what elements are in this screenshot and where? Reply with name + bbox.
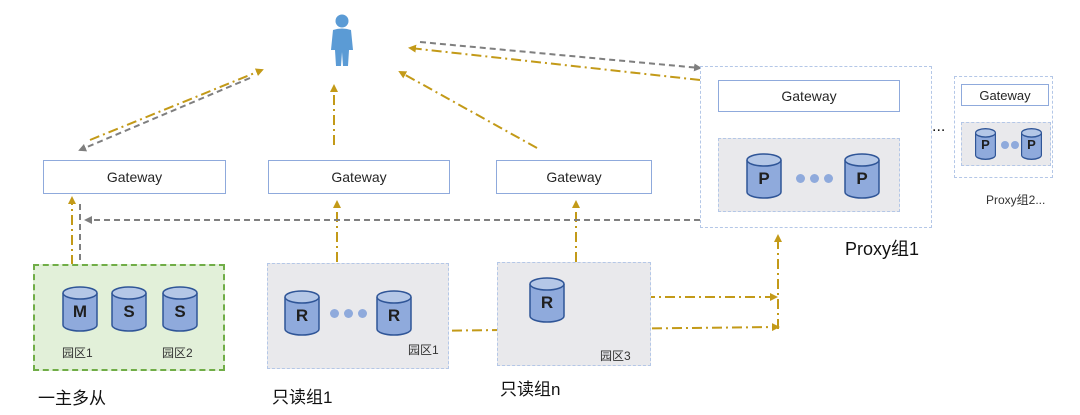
database-slave2-icon[interactable]: S	[162, 286, 198, 332]
database-readonly1a-icon[interactable]: R	[284, 290, 320, 336]
proxy2-node-a-icon[interactable]: P	[975, 128, 996, 160]
proxy2-node-a-label: P	[981, 137, 990, 152]
gateway-master-group[interactable]: Gateway	[43, 160, 226, 194]
database-slave1-icon[interactable]: S	[111, 286, 147, 332]
database-readonlyn-icon[interactable]: R	[529, 277, 565, 323]
gateway-proxy-group1[interactable]: Gateway	[718, 80, 900, 112]
readonly-groupn-caption: 只读组n	[500, 380, 561, 399]
arrow-proxy-to-user	[408, 44, 701, 81]
proxy2-node-b-label: P	[1027, 137, 1036, 152]
park1-readonly-label: 园区1	[408, 343, 439, 357]
proxy1-node-b-icon[interactable]: P	[844, 153, 880, 199]
readonly1-more-dots	[330, 309, 367, 318]
gateway-readonly-group1[interactable]: Gateway	[268, 160, 450, 194]
gateway-readonly-groupn[interactable]: Gateway	[496, 160, 652, 194]
proxy1-node-a-icon[interactable]: P	[746, 153, 782, 199]
park3-readonly-label: 园区3	[600, 349, 631, 363]
ellipsis-text: ...	[932, 118, 946, 135]
proxy-group1-caption: Proxy组1	[845, 239, 920, 259]
master-group-caption: 一主多从	[38, 389, 106, 408]
proxy1-node-a-label: P	[758, 169, 770, 188]
arrow-user-to-gateway1	[78, 77, 251, 152]
arrow-gateway3-to-user	[398, 71, 538, 149]
database-master-label: M	[72, 302, 88, 321]
readonly-group1-caption: 只读组1	[272, 388, 333, 407]
readonly-groupn-container	[497, 262, 651, 366]
database-slave1-label: S	[123, 302, 135, 321]
proxy2-more-dots	[1001, 141, 1019, 149]
database-readonly1b-label: R	[387, 306, 401, 325]
database-slave2-label: S	[174, 302, 186, 321]
database-readonly1a-label: R	[295, 306, 309, 325]
park1-master-label: 园区1	[62, 346, 93, 360]
arrow-gateway1-to-user	[89, 68, 264, 141]
database-master-icon[interactable]: M	[62, 286, 98, 332]
proxy-group2-caption: Proxy组2...	[986, 193, 1046, 207]
proxy1-node-b-label: P	[856, 169, 868, 188]
database-readonly1b-icon[interactable]: R	[376, 290, 412, 336]
proxy2-node-b-icon[interactable]: P	[1021, 128, 1042, 160]
database-readonlyn-label: R	[540, 293, 554, 312]
person-icon	[330, 14, 354, 68]
park2-master-label: 园区2	[162, 346, 193, 360]
proxy1-more-dots	[796, 174, 833, 183]
gateway-proxy-group2[interactable]: Gateway	[961, 84, 1049, 106]
arrow-user-to-proxy	[419, 41, 702, 72]
